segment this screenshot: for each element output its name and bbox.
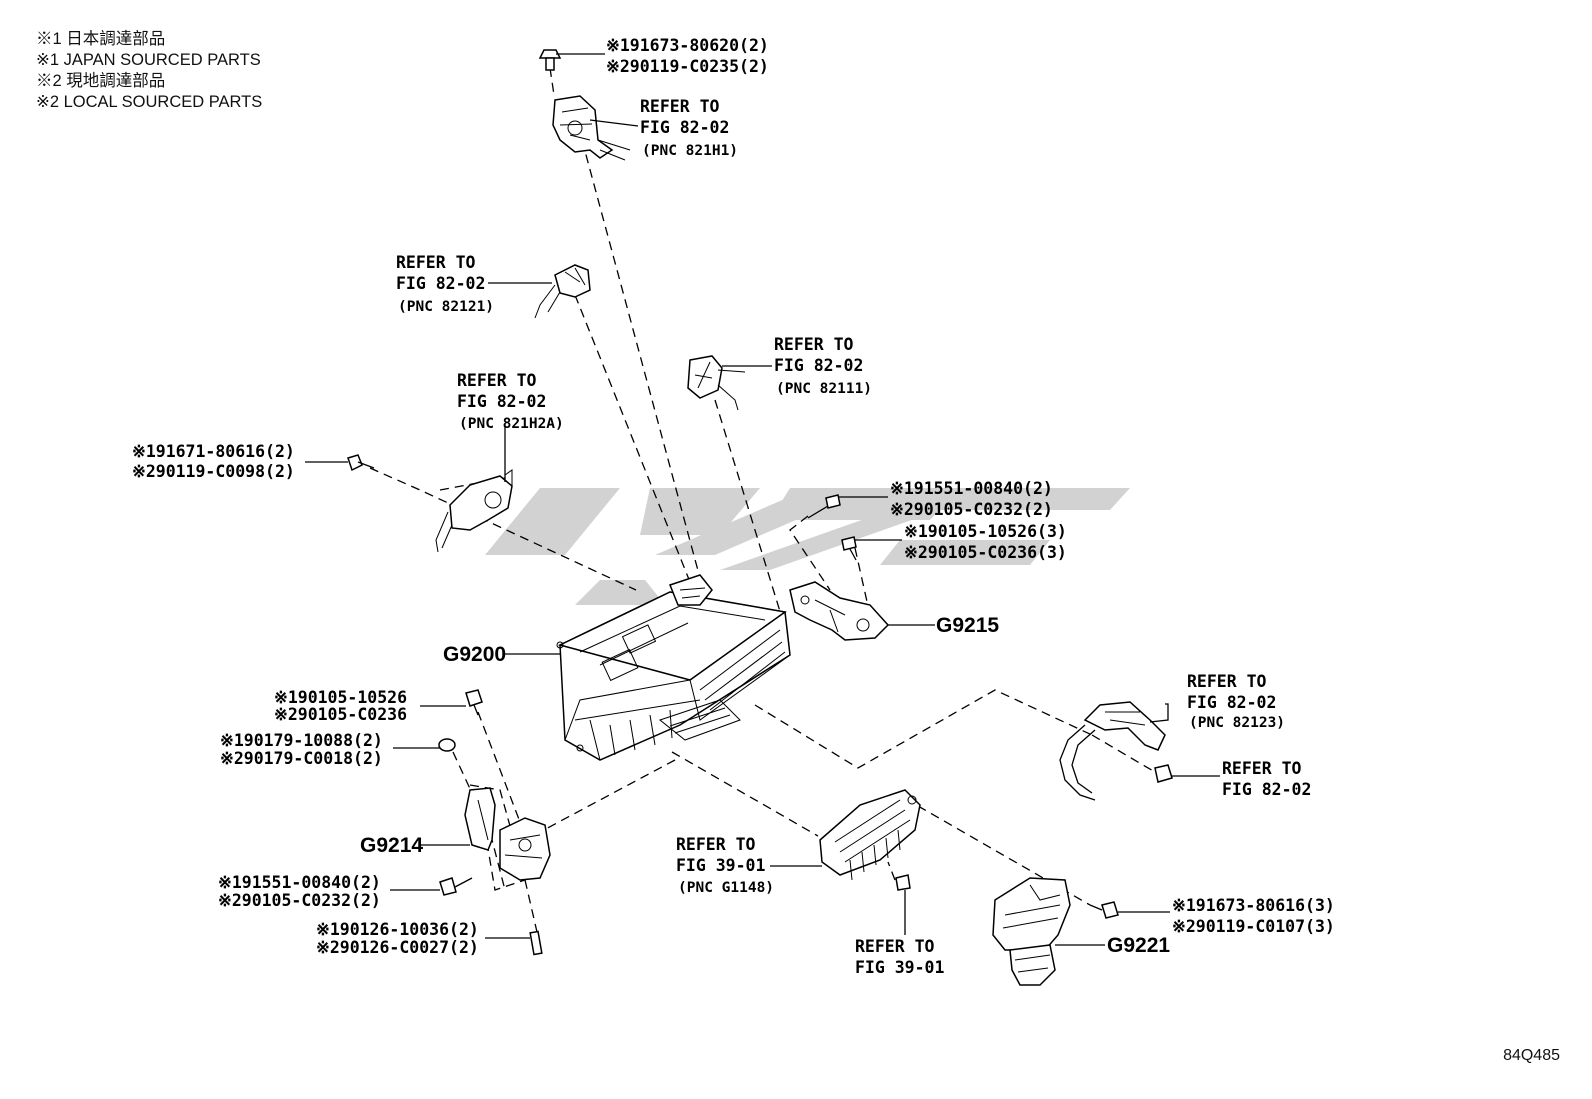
refer-to-g1148: REFER TO — [676, 835, 756, 854]
refer-to-821h2a: REFER TO — [457, 371, 537, 390]
watermark-logo — [485, 488, 1130, 605]
code-right-b1: ※190105-10526(3) — [904, 522, 1067, 541]
left-bolt — [347, 454, 375, 472]
code-bolt-1: ※191551-00840(2) — [218, 873, 381, 892]
pnc-821h1: (PNC 821H1) — [642, 143, 738, 159]
code-br-1: ※191673-80616(3) — [1172, 896, 1335, 915]
code-left-2: ※290119-C0098(2) — [132, 462, 295, 481]
inverter-assembly-g9200 — [556, 574, 791, 761]
code-bolt-2: ※290105-C0232(2) — [218, 891, 381, 910]
pnc-821h2a: (PNC 821H2A) — [459, 416, 564, 432]
code-stud-2: ※290126-C0027(2) — [316, 938, 479, 957]
fig-821h1: FIG 82-02 — [640, 118, 729, 137]
code-washer-1: ※190179-10088(2) — [220, 731, 383, 750]
bracket-g9214 — [464, 787, 551, 881]
bracket-g9215 — [789, 581, 890, 641]
cable-82123 — [1059, 701, 1166, 801]
legend-line-3: ※2 現地調達部品 — [36, 72, 166, 90]
pnc-82111: (PNC 82111) — [776, 381, 872, 397]
top-screw — [538, 49, 562, 71]
refer-to-right-bolt: REFER TO — [1222, 759, 1302, 778]
code-stud-1: ※190126-10036(2) — [316, 920, 479, 939]
code-mid-1: ※190105-10526 — [274, 688, 407, 707]
bracket-82121 — [534, 264, 591, 319]
part-g9221: G9221 — [1107, 934, 1170, 957]
fig-bottom: FIG 39-01 — [855, 958, 944, 977]
sensor-821h2a — [435, 469, 513, 553]
code-right-a2: ※290105-C0232(2) — [890, 500, 1053, 519]
code-washer-2: ※290179-C0018(2) — [220, 749, 383, 768]
code-right-b2: ※290105-C0236(3) — [904, 543, 1067, 562]
fig-g1148: FIG 39-01 — [676, 856, 765, 875]
part-g9214: G9214 — [360, 834, 423, 857]
left-fasteners — [438, 689, 543, 956]
pnc-g1148: (PNC G1148) — [678, 880, 774, 896]
code-br-2: ※290119-C0107(3) — [1172, 917, 1335, 936]
legend-line-4: ※2 LOCAL SOURCED PARTS — [36, 93, 263, 111]
bottom-right-bolt — [1089, 901, 1119, 919]
legend-line-2: ※1 JAPAN SOURCED PARTS — [36, 51, 261, 69]
refer-to-82123: REFER TO — [1187, 672, 1267, 691]
fig-821h2a: FIG 82-02 — [457, 392, 546, 411]
refer-bolt — [1154, 764, 1173, 783]
code-top-1: ※191673-80620(2) — [606, 36, 769, 55]
figure-id: 84Q485 — [1503, 1047, 1560, 1064]
legend-line-1: ※1 日本調達部品 — [36, 30, 166, 48]
refer-to-82121: REFER TO — [396, 253, 476, 272]
refer-to-bottom: REFER TO — [855, 937, 935, 956]
refer-to-82111: REFER TO — [774, 335, 854, 354]
part-g9200: G9200 — [443, 643, 506, 666]
sensor-bracket-821h1 — [552, 95, 631, 161]
fig-right-bolt: FIG 82-02 — [1222, 780, 1311, 799]
legend: ※1 日本調達部品 ※1 JAPAN SOURCED PARTS ※2 現地調達… — [36, 29, 262, 113]
fig-82111: FIG 82-02 — [774, 356, 863, 375]
code-mid-2: ※290105-C0236 — [274, 705, 407, 724]
code-top-2: ※290119-C0235(2) — [606, 57, 769, 76]
leader-lines — [305, 53, 1220, 946]
fig-82121: FIG 82-02 — [396, 274, 485, 293]
pnc-82123: (PNC 82123) — [1189, 715, 1285, 731]
code-left-1: ※191671-80616(2) — [132, 442, 295, 461]
part-g9215: G9215 — [936, 614, 999, 637]
bottom-middle-bolt — [895, 874, 911, 891]
pnc-82121: (PNC 82121) — [398, 299, 494, 315]
connector-g1148 — [819, 789, 921, 881]
code-right-a1: ※191551-00840(2) — [890, 479, 1053, 498]
right-bolts — [807, 494, 857, 561]
bracket-82111 — [687, 355, 746, 411]
fig-82123: FIG 82-02 — [1187, 693, 1276, 712]
refer-to-821h1: REFER TO — [640, 97, 720, 116]
module-g9221 — [992, 877, 1071, 986]
